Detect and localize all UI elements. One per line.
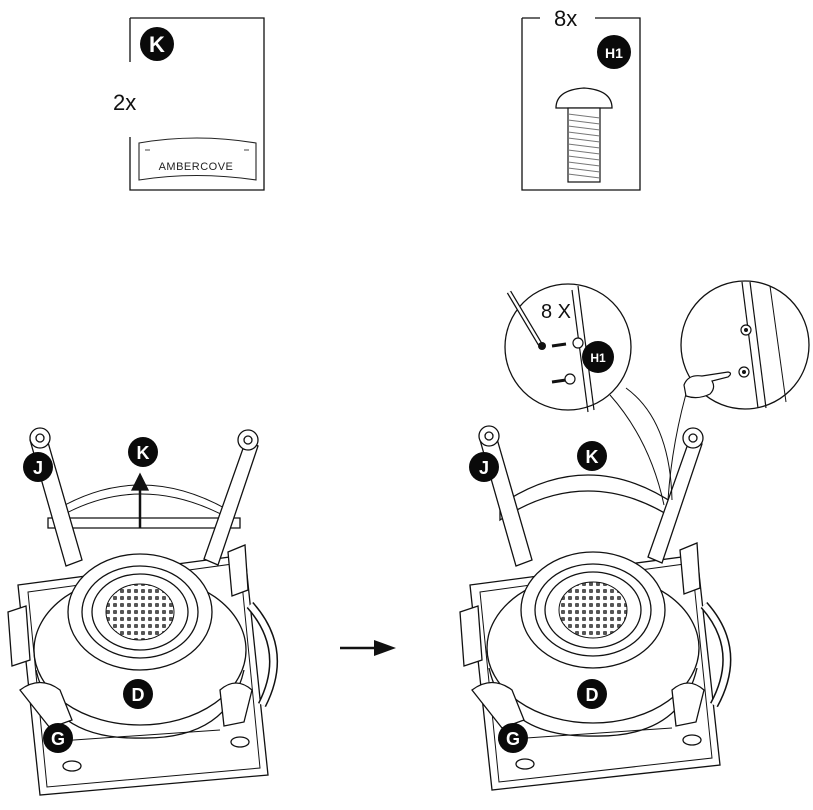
label-d: D xyxy=(132,685,145,705)
assembly-after xyxy=(459,379,732,791)
callout-badge-h1: H1 xyxy=(590,351,606,365)
callout-bolts: 8 X H1 xyxy=(504,283,632,413)
labels-after: J K D G xyxy=(469,441,607,753)
arrow-right-icon xyxy=(340,640,396,656)
part-h1-quantity: 8x xyxy=(554,6,577,31)
shield-k-installed xyxy=(499,474,677,522)
label-k: K xyxy=(586,447,599,467)
label-g: G xyxy=(506,729,520,749)
base-hole xyxy=(682,734,702,746)
arrow-up-icon xyxy=(130,472,150,528)
label-j: J xyxy=(479,458,489,478)
bolt-icon xyxy=(555,87,613,183)
part-k-box: K 2x AMBERCOVE xyxy=(113,17,265,191)
base-hole xyxy=(515,758,535,770)
badge-h1-label: H1 xyxy=(605,45,623,61)
label-j: J xyxy=(33,458,43,478)
part-k-logo: AMBERCOVE xyxy=(159,161,234,173)
shield-k-part xyxy=(138,137,257,181)
badge-h1 xyxy=(597,35,631,69)
pointing-hand-icon xyxy=(683,371,732,399)
base-hole xyxy=(62,760,82,772)
part-k-quantity: 2x xyxy=(113,90,136,115)
base-hole xyxy=(230,736,250,748)
label-d: D xyxy=(586,685,599,705)
callout-check xyxy=(680,280,810,410)
callout-quantity: 8 X xyxy=(541,301,571,323)
badge-k-label: K xyxy=(149,32,165,57)
part-h1-box: 8x H1 xyxy=(521,6,641,191)
badge-k xyxy=(140,27,174,61)
label-k: K xyxy=(137,443,150,463)
labels-before: J K D G xyxy=(23,437,158,753)
hex-key-icon xyxy=(506,290,546,350)
label-g: G xyxy=(51,729,65,749)
